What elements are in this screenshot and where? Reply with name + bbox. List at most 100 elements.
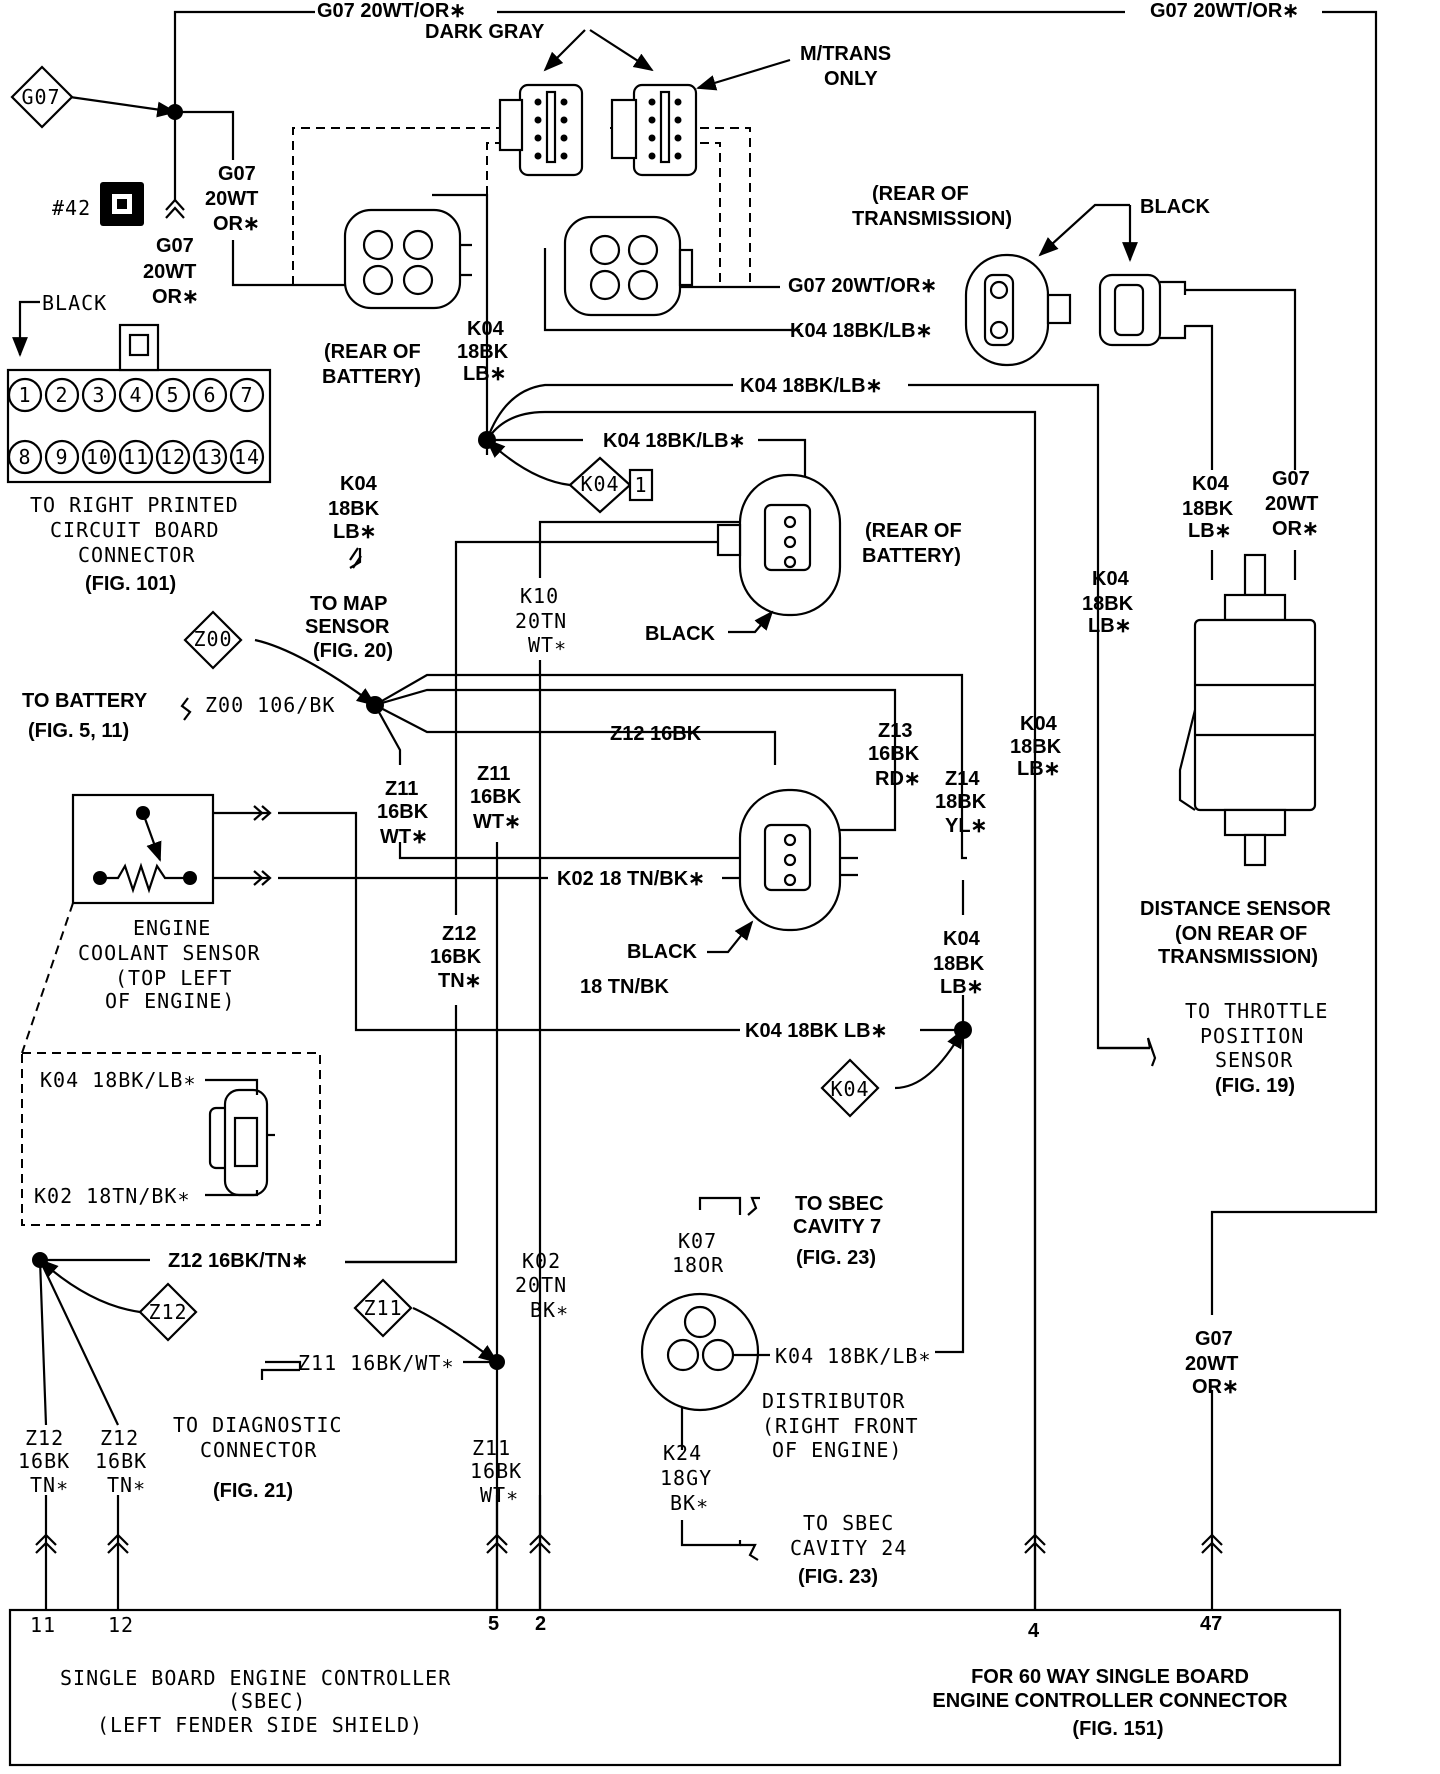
- label-to-tps-2: POSITION: [1200, 1024, 1304, 1048]
- pcb-pin-8: [7, 439, 43, 475]
- break-zig-5: [180, 697, 192, 721]
- wire-label-z12-bot-b-1: Z12: [100, 1426, 139, 1450]
- tag-k04-2-icon: [820, 1058, 880, 1118]
- label-m-trans: M/TRANS: [800, 43, 891, 65]
- wire-label-k04-ds-2: 18BK: [1182, 498, 1234, 520]
- wire-label-k04-lower: K04 18BK LB∗: [745, 1020, 887, 1042]
- pcb-pin-label: 7: [240, 383, 253, 407]
- break-zig-4: [260, 1368, 300, 1380]
- pcb-pin-9: [44, 439, 80, 475]
- label-to-right-pcb-1: TO RIGHT PRINTED: [30, 493, 239, 517]
- distributor: [640, 1292, 770, 1412]
- wire-label-z14-2: 18BK: [935, 791, 987, 813]
- wire-label-k04-center-1: K04: [1020, 713, 1058, 735]
- dark-gray-connector-1: [498, 83, 584, 177]
- wire-label-k24-1: K24: [663, 1441, 702, 1465]
- label-black-top: BLACK: [1140, 196, 1211, 218]
- wire-label-z12-mid-2: 16BK: [430, 946, 482, 968]
- wire-label-z11-left-2: 16BK: [377, 801, 429, 823]
- connector-pin: [534, 116, 542, 124]
- wire-label-k24-2: 18GY: [660, 1466, 712, 1490]
- label-black-conn: BLACK: [42, 291, 107, 315]
- connector-pin: [674, 134, 682, 142]
- wire-label-k02-lower-1: K02: [522, 1249, 561, 1273]
- wire-label-z12-bot-b-3: TN∗: [107, 1473, 146, 1497]
- label-ect-3: (TOP LEFT: [115, 966, 232, 990]
- wire-label-k04-center-2: 18BK: [1010, 736, 1062, 758]
- break-zig-1: [1146, 1037, 1157, 1067]
- ect-inset: [21, 1052, 321, 1226]
- wire-label-k04-rb-3: LB∗: [463, 363, 506, 385]
- wire-label-z11-mid-1: Z11: [477, 763, 510, 785]
- wire-z00-d: [374, 704, 745, 860]
- wire-label-k07-2: 18OR: [672, 1253, 724, 1277]
- pcb-pin-6: [192, 377, 228, 413]
- wire-label-k04-tps-1: K04: [1092, 568, 1130, 590]
- label-conn60-2: ENGINE CONTROLLER CONNECTOR: [932, 1690, 1288, 1712]
- wire-label-z14-1: Z14: [945, 768, 980, 790]
- wire-label-z14-3: YL∗: [945, 815, 987, 837]
- wire-label-k10-2: 20TN: [515, 609, 567, 633]
- wire-top-conn-k04: [432, 193, 489, 440]
- connector-pin: [560, 98, 568, 106]
- wire-label-z13-2: 16BK: [868, 743, 920, 765]
- pcb-pin-14: [229, 439, 265, 475]
- pin-2: 2: [535, 1613, 546, 1635]
- pcb-pin-5: [155, 377, 191, 413]
- label-to-tps-1: TO THROTTLE: [1185, 999, 1328, 1023]
- wire-label-z11-left-1: Z11: [385, 778, 418, 800]
- tag-z12-icon: [138, 1282, 198, 1342]
- wire-label-k04-tps-2: 18BK: [1082, 593, 1134, 615]
- wire-label-g07-top-center: G07 20WT/OR∗: [317, 0, 466, 22]
- connector-pin: [674, 152, 682, 160]
- wire-label-k04-left-3: LB∗: [333, 521, 376, 543]
- pcb-pin-label: 13: [197, 445, 223, 469]
- wire-label-z11-lower: Z11 16BK/WT∗: [298, 1351, 455, 1375]
- break-zig-2: [747, 1196, 760, 1216]
- connector-pin: [560, 134, 568, 142]
- pointer-arrows: [543, 29, 1138, 954]
- pcb-pin-label: 2: [55, 383, 68, 407]
- wire-label-g07-b-3: OR∗: [152, 286, 199, 308]
- label-diag-1: TO DIAGNOSTIC: [173, 1413, 343, 1437]
- pcb-pin-label: 9: [55, 445, 68, 469]
- wire-label-g07-right: G07 20WT/OR∗: [788, 275, 937, 297]
- coolant-sensor-box: [71, 793, 215, 905]
- label-to-map-3: (FIG. 20): [313, 640, 393, 662]
- wire-label-k04-ds-3: LB∗: [1188, 520, 1231, 542]
- wire-z11-diag: [265, 1360, 302, 1370]
- tag-z11-icon: [353, 1278, 413, 1338]
- pcb-pin-4: [118, 377, 154, 413]
- wire-label-g07-ds-2: 20WT: [1265, 493, 1318, 515]
- pcb-pin-label: 12: [160, 445, 186, 469]
- label-to-battery: TO BATTERY: [22, 690, 148, 712]
- label-rear-trans: (REAR OF: [872, 183, 969, 205]
- connector-pin: [648, 98, 656, 106]
- wire-label-z13-1: Z13: [878, 720, 912, 742]
- pcb-pin-10: [81, 439, 117, 475]
- connector-pin: [534, 134, 542, 142]
- wire-label-k04-lc-2: 18BK: [933, 953, 985, 975]
- pcb-pin-label: 8: [18, 445, 31, 469]
- wire-z12-tag-lead: [38, 1258, 141, 1314]
- wire-g07-top: [173, 10, 1378, 1315]
- pcb-pin-label: 3: [92, 383, 105, 407]
- wire-label-k04-dist: K04 18BK/LB∗: [775, 1344, 932, 1368]
- pcb-connector-latch-inner: [128, 333, 150, 357]
- label-to-map-1: TO MAP: [310, 593, 387, 615]
- label-black-mid: BLACK: [645, 623, 716, 645]
- pin-4: 4: [1028, 1620, 1040, 1642]
- wire-g07-vertical-left: [173, 110, 352, 287]
- rear-battery-connector-2: [563, 215, 694, 317]
- wire-z11-tag-lead: [412, 1306, 499, 1364]
- wire-label-k04-rb-2: 18BK: [457, 341, 509, 363]
- wire-label-z12-bot-a-3: TN∗: [30, 1473, 69, 1497]
- label-sbec24-2: CAVITY 24: [790, 1536, 907, 1560]
- transmission-connector: [964, 253, 1072, 367]
- pin-5: 5: [488, 1613, 499, 1635]
- label-sbec7-1: TO SBEC: [795, 1193, 884, 1215]
- wire-z00: [374, 673, 967, 860]
- pcb-pin-label: 1: [18, 383, 31, 407]
